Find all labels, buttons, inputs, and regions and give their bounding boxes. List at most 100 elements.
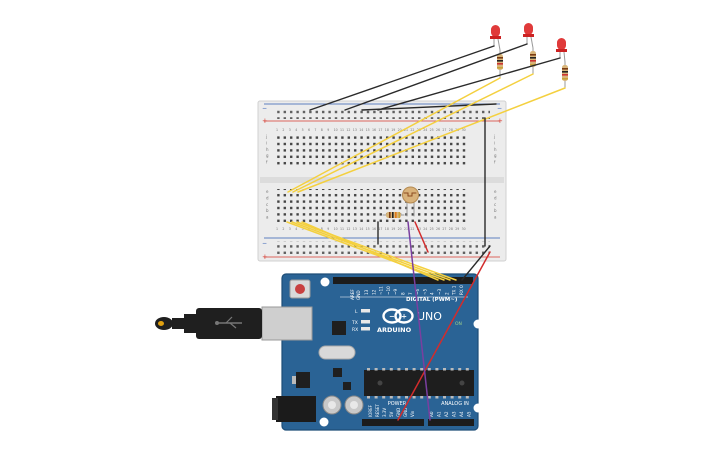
digital-pin-label: ~6 xyxy=(415,288,420,295)
column-number: 30 xyxy=(462,227,466,231)
row-letter: e xyxy=(494,189,497,194)
chip-pin xyxy=(374,368,378,371)
chip-pin xyxy=(427,396,431,399)
analog-pin-label: A1 xyxy=(437,411,442,417)
column-number: 3 xyxy=(289,227,291,231)
digital-pin-label: 12 xyxy=(371,289,376,295)
column-number: 9 xyxy=(327,128,329,132)
black-wire xyxy=(377,57,561,111)
column-number: 30 xyxy=(462,128,466,132)
rail-plus-label-right: + xyxy=(497,117,503,125)
digital-pin-label: TX 1 xyxy=(452,285,457,296)
digital-pin-label: 2 xyxy=(444,292,449,295)
analog-pin-label: A5 xyxy=(467,411,472,417)
column-number: 20 xyxy=(398,227,402,231)
chip-pin xyxy=(435,396,439,399)
column-number: 27 xyxy=(442,128,446,132)
chip-pin xyxy=(450,368,454,371)
rx-led xyxy=(361,327,370,331)
row-letter: b xyxy=(494,208,497,213)
column-number: 19 xyxy=(391,128,395,132)
analog-header xyxy=(428,419,474,426)
rail-plus-label-bottom: + xyxy=(262,253,268,261)
power-pin-label: 5V xyxy=(389,411,394,417)
power-header xyxy=(362,419,424,426)
column-number: 12 xyxy=(346,227,350,231)
l-label: L xyxy=(355,309,358,315)
column-number: 27 xyxy=(442,227,446,231)
power-pin-label: IOREF xyxy=(368,404,373,417)
chip-pin xyxy=(405,396,408,399)
mounting-hole xyxy=(473,319,483,329)
analog-pin-label: A4 xyxy=(459,411,464,417)
model-text: UNO xyxy=(417,310,442,323)
black-wire xyxy=(309,45,495,111)
column-number: 21 xyxy=(404,128,408,132)
column-number: 5 xyxy=(302,227,304,231)
rail-minus-label-bottom: − xyxy=(262,240,267,247)
dc-power-jack[interactable] xyxy=(276,396,316,422)
column-number: 20 xyxy=(398,128,402,132)
chip-pin xyxy=(397,368,401,371)
column-number: 13 xyxy=(353,227,357,231)
photoresistor xyxy=(402,186,419,217)
power-pin-label: GND xyxy=(403,408,408,417)
black-wire xyxy=(461,245,491,281)
row-letter: i xyxy=(266,140,267,145)
usb-b-port[interactable] xyxy=(261,306,313,341)
row-letter: h xyxy=(494,147,497,152)
digital-pin-label: 13 xyxy=(364,289,369,295)
bottom-power-rail: − + xyxy=(262,237,500,261)
column-number: 17 xyxy=(378,227,382,231)
yellow-wire xyxy=(286,221,445,281)
usb-controller-chip xyxy=(332,321,346,335)
digital-header xyxy=(333,277,473,284)
column-number: 2 xyxy=(282,227,284,231)
resistor-2 xyxy=(530,48,536,74)
rail-minus-label: − xyxy=(262,105,267,112)
column-number: 13 xyxy=(353,128,357,132)
analog-pin-label: A2 xyxy=(444,411,449,417)
mounting-hole xyxy=(319,417,329,427)
row-letter: d xyxy=(266,195,269,200)
chip-pin xyxy=(367,368,370,371)
analog-pin-label: A0 xyxy=(429,411,434,417)
led-3 xyxy=(556,38,567,63)
column-number: 16 xyxy=(372,128,376,132)
chip-pin xyxy=(382,396,386,399)
row-letter: h xyxy=(266,147,269,152)
yellow-wire xyxy=(287,77,501,193)
column-number: 2 xyxy=(282,128,284,132)
column-number: 25 xyxy=(430,128,434,132)
resistor-1 xyxy=(497,50,503,78)
row-letter: b xyxy=(266,208,269,213)
column-number: 5 xyxy=(302,128,304,132)
svg-text:+: + xyxy=(401,313,407,321)
reset-button-cap[interactable] xyxy=(295,284,305,294)
column-number: 11 xyxy=(340,227,344,231)
column-number: 3 xyxy=(289,128,291,132)
column-number: 4 xyxy=(295,227,297,231)
column-number: 4 xyxy=(295,128,297,132)
row-letter: f xyxy=(494,160,496,165)
row-letter: c xyxy=(266,202,268,207)
terminal-strip-bottom xyxy=(274,189,468,222)
column-number: 16 xyxy=(372,227,376,231)
column-number: 1 xyxy=(276,128,278,132)
column-number: 8 xyxy=(321,227,323,231)
chip-pin xyxy=(367,396,370,399)
chip-pin xyxy=(382,368,386,371)
row-letter: g xyxy=(494,153,497,158)
yellow-wire xyxy=(297,87,566,193)
chip-pin xyxy=(420,396,424,399)
power-pin-label: RESET xyxy=(375,404,380,417)
purple-wire xyxy=(407,221,431,421)
digital-pin-label: ~5 xyxy=(422,288,427,295)
column-number: 29 xyxy=(455,227,459,231)
digital-pin-label: 8 xyxy=(401,292,406,295)
row-letter: j xyxy=(493,134,495,139)
chip-pin xyxy=(443,396,446,399)
